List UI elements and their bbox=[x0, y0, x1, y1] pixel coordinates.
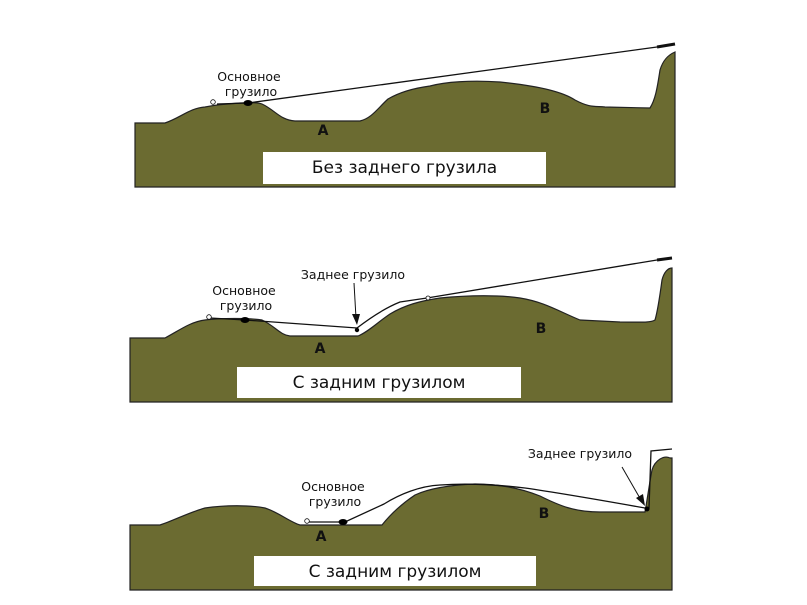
panel-1-point-a: A bbox=[318, 123, 329, 139]
panel-2-rod-tip bbox=[656, 256, 673, 262]
panel-3-caption-box bbox=[254, 556, 536, 586]
panel-1-main-sinker-label: Основное грузило bbox=[217, 69, 284, 99]
panel-1-rod-tip bbox=[656, 42, 676, 49]
panel-2-hook-icon bbox=[206, 314, 212, 320]
panel-2-caption-box bbox=[237, 367, 521, 398]
panel-3: Основное грузило Заднее грузило A B С за… bbox=[129, 446, 673, 591]
panel-3-point-b: B bbox=[539, 506, 550, 522]
panel-3-main-sinker-label: Основное грузило bbox=[301, 479, 368, 509]
panel-1-point-b: B bbox=[540, 101, 551, 117]
panel-2-line-contact-icon bbox=[425, 295, 431, 301]
panel-3-back-sinker-label: Заднее грузило bbox=[528, 446, 632, 461]
panel-3-main-sinker-icon bbox=[338, 519, 348, 525]
panel-1-main-sinker-icon bbox=[243, 100, 253, 106]
panel-1-hook-icon bbox=[210, 99, 216, 105]
panel-2-back-sinker-arrowhead bbox=[352, 314, 360, 325]
panel-3-caption: С задним грузилом bbox=[309, 562, 482, 582]
panel-1: Основное грузило A B Без заднего грузила bbox=[134, 42, 676, 188]
panel-3-back-sinker-icon bbox=[644, 506, 650, 512]
panel-3-fishing-line bbox=[306, 448, 673, 523]
panel-3-back-sinker-arrow bbox=[621, 466, 642, 501]
panel-2-point-b: B bbox=[536, 321, 547, 337]
panel-3-back-sinker-arrowhead bbox=[636, 494, 645, 506]
panel-2-main-sinker-icon bbox=[240, 317, 250, 323]
panel-2-back-sinker-arrow bbox=[353, 282, 357, 319]
panel-3-point-a: A bbox=[316, 529, 327, 545]
panel-2-back-sinker-icon bbox=[354, 327, 360, 333]
panel-3-hook-icon bbox=[304, 518, 310, 524]
panel-1-caption: Без заднего грузила bbox=[312, 158, 497, 178]
panel-2-back-sinker-label: Заднее грузило bbox=[301, 267, 405, 282]
panel-1-caption-box bbox=[263, 152, 546, 184]
panel-2: Основное грузило Заднее грузило A B С за… bbox=[129, 256, 673, 403]
panel-2-caption: С задним грузилом bbox=[293, 373, 466, 393]
panel-2-main-sinker-label: Основное грузило bbox=[212, 283, 279, 313]
panel-2-point-a: A bbox=[315, 341, 326, 357]
